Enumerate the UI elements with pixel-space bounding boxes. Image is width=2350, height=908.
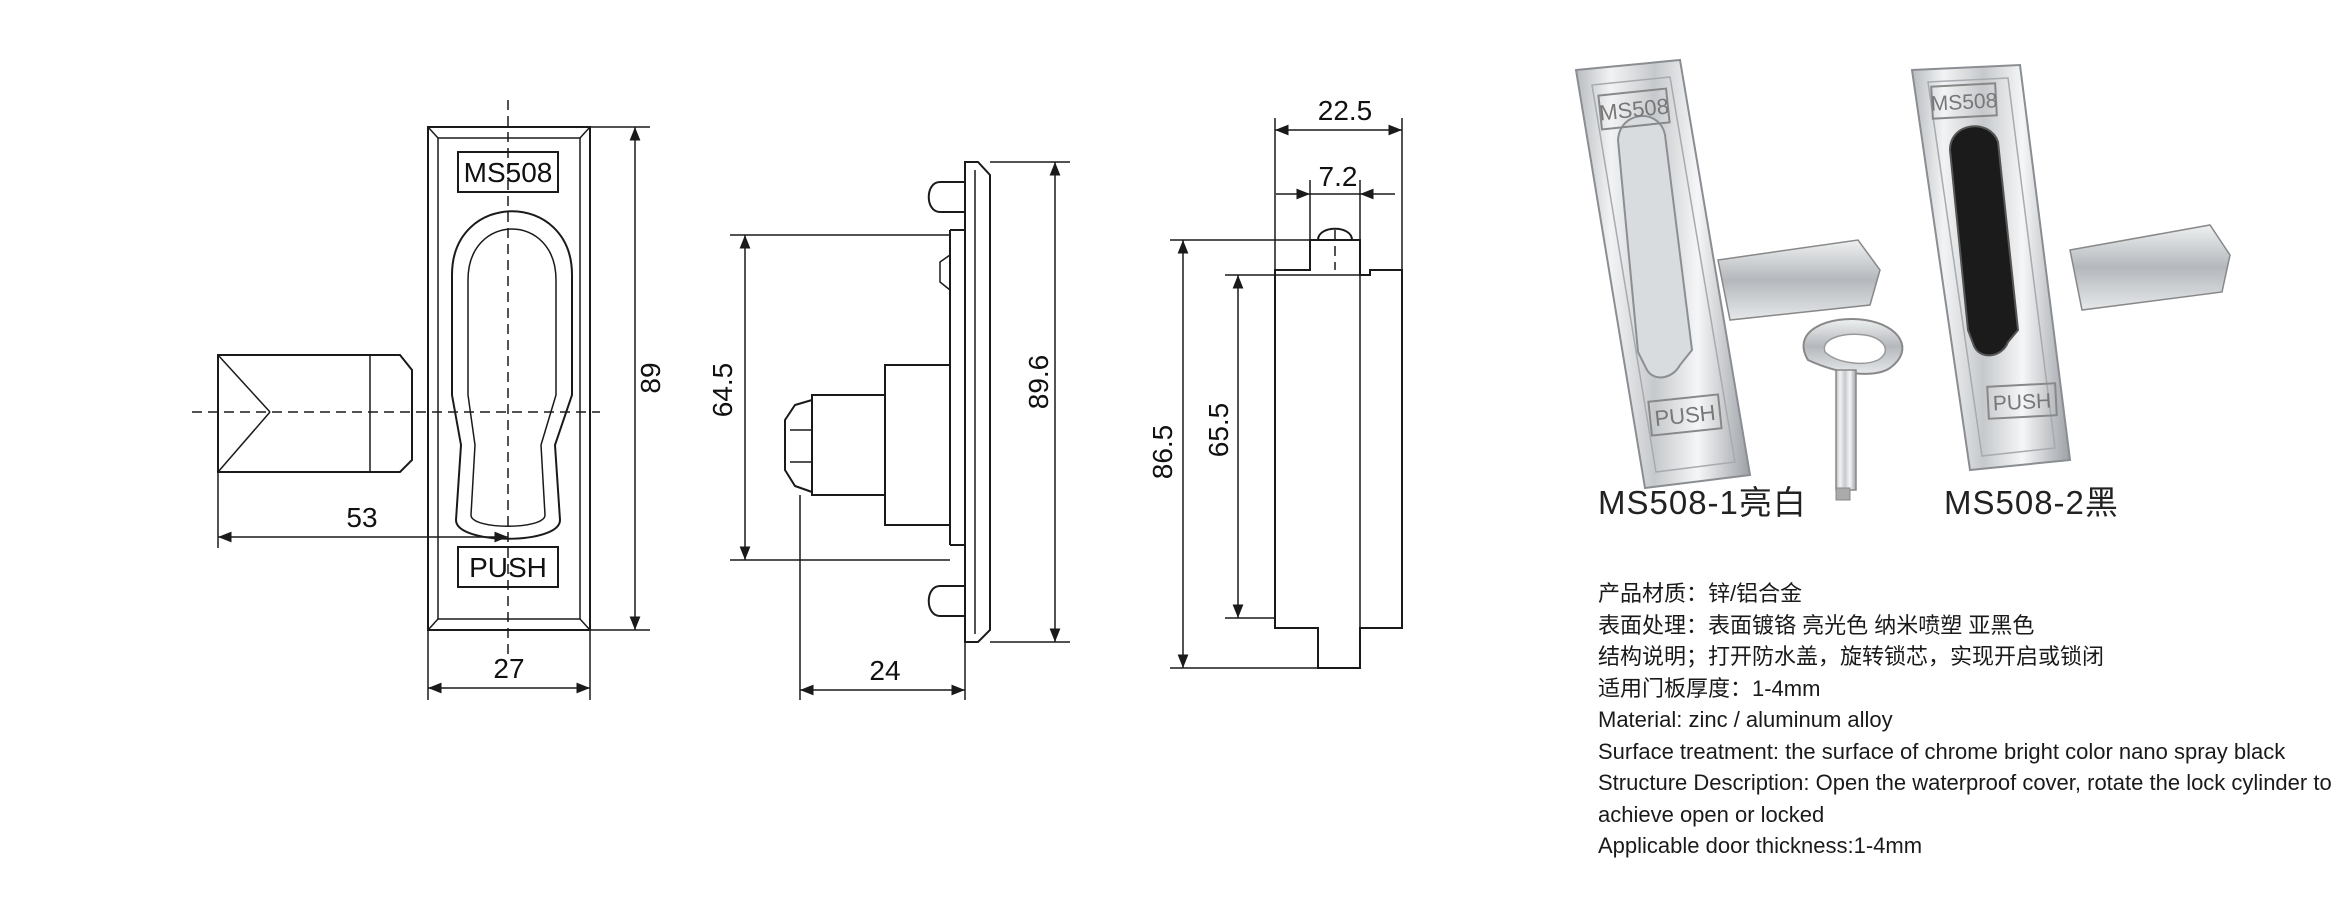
photo2-top-label: MS508 (1930, 89, 1998, 115)
front-view: MS508 PUSH 89 27 53 (192, 100, 666, 700)
dim-profile-height-inner: 65.5 (1203, 403, 1234, 458)
dim-side-height-inner: 64.5 (707, 363, 738, 418)
profile-view: 22.5 7.2 86.5 65.5 (1147, 95, 1403, 669)
spec-thickness-en: Applicable door thickness:1-4mm (1598, 833, 1923, 858)
product-photo-ms508-1: MS508 PUSH (1574, 58, 1881, 490)
caption-ms508-1: MS508-1亮白 (1598, 484, 1807, 521)
spec-material-en: Material: zinc / aluminum alloy (1598, 707, 1893, 732)
spec-structure-en: Structure Description: Open the waterpro… (1598, 770, 2332, 827)
dim-side-depth: 24 (869, 655, 900, 686)
spec-list: 产品材质：锌/铝合金 表面处理：表面镀铬 亮光色 纳米喷塑 亚黑色 结构说明；打… (1598, 578, 2338, 862)
photo2-bottom-label: PUSH (1992, 389, 2051, 415)
caption-ms508-2: MS508-2黑 (1944, 484, 2119, 521)
dim-profile-height-outer: 86.5 (1147, 425, 1178, 480)
dim-front-offset: 53 (346, 502, 377, 533)
key-icon (1802, 318, 1904, 501)
product-photo-ms508-2: MS508 PUSH (1910, 63, 2231, 472)
cam-tongue (217, 354, 413, 473)
side-view: 89.6 64.5 24 (707, 161, 1070, 700)
dim-profile-top-width: 22.5 (1318, 95, 1373, 126)
spec-thickness-cn: 适用门板厚度：1-4mm (1598, 675, 1821, 701)
spec-surface-cn: 表面处理：表面镀铬 亮光色 纳米喷塑 亚黑色 (1598, 612, 2035, 638)
dim-front-width: 27 (493, 653, 524, 684)
dim-profile-small: 7.2 (1319, 161, 1358, 192)
product-photos: MS508 PUSH MS508 PUSH (1574, 58, 2231, 501)
spec-material-cn: 产品材质：锌/铝合金 (1598, 581, 1803, 606)
technical-drawing: MS508 PUSH 89 27 53 (192, 95, 1403, 700)
dim-front-height: 89 (635, 362, 666, 393)
spec-surface-en: Surface treatment: the surface of chrome… (1598, 738, 2286, 764)
dim-side-height-outer: 89.6 (1023, 355, 1054, 410)
spec-structure-cn: 结构说明；打开防水盖，旋转锁芯，实现开启或锁闭 (1598, 644, 2105, 669)
